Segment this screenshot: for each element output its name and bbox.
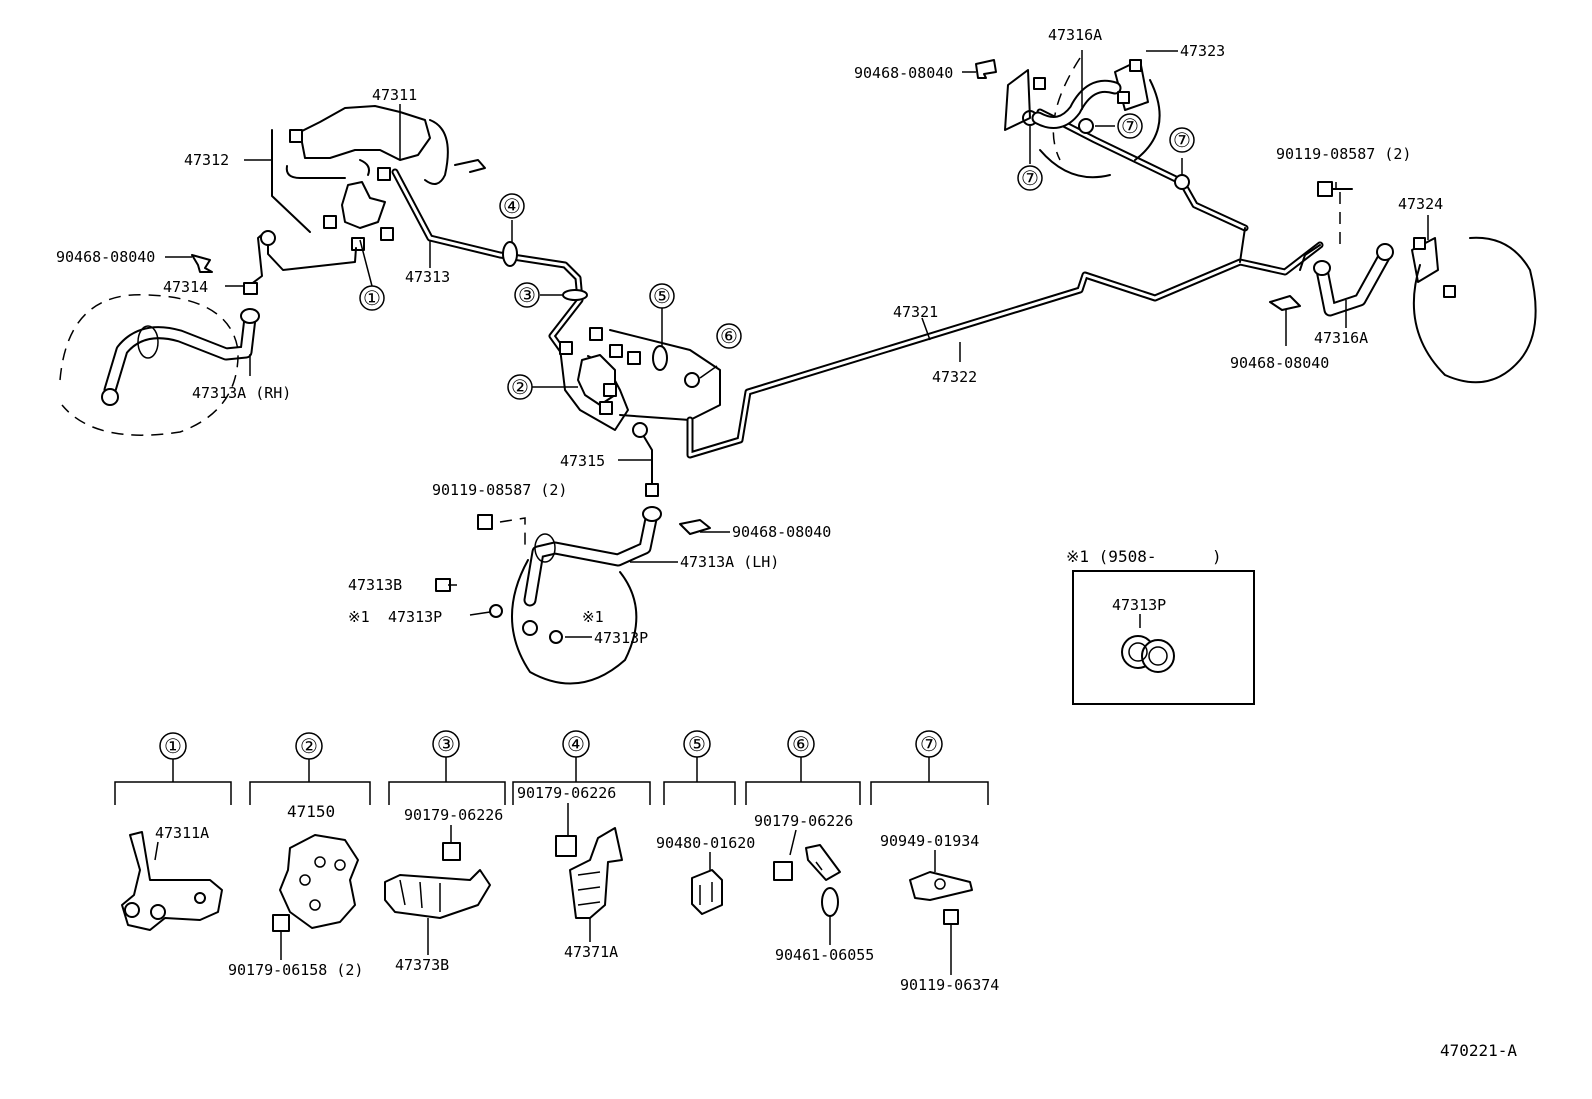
detail-7-part-1: 90949-01934 bbox=[880, 832, 979, 850]
part-labels: 47311 47312 90468-08040 47314 47313 4731… bbox=[56, 26, 1443, 647]
label-47311: 47311 bbox=[372, 86, 417, 104]
callout-2: ② bbox=[511, 375, 529, 399]
detail-callout-3: ③ bbox=[437, 732, 455, 756]
label-90468-top: 90468-08040 bbox=[854, 64, 953, 82]
detail-group-3: ③ 90179-06226 47373B bbox=[384, 730, 506, 974]
callout-5: ⑤ bbox=[653, 284, 671, 308]
junction-block-area bbox=[502, 241, 721, 497]
inset-part-label: 47313P bbox=[1112, 596, 1166, 614]
mark-right: ※1 bbox=[582, 608, 604, 626]
rear-left-assembly bbox=[975, 57, 1161, 179]
label-47316A-top: 47316A bbox=[1048, 26, 1102, 44]
label-47324: 47324 bbox=[1398, 195, 1443, 213]
detail-2-part-2: 90179-06158 (2) bbox=[228, 961, 363, 979]
label-47315: 47315 bbox=[560, 452, 605, 470]
detail-callout-5: ⑤ bbox=[688, 732, 706, 756]
detail-6-part-1: 90179-06226 bbox=[754, 812, 853, 830]
detail-4-part-2: 47371A bbox=[564, 943, 618, 961]
inset-heading-close: ) bbox=[1212, 547, 1222, 566]
label-47313: 47313 bbox=[405, 268, 450, 286]
callout-7a: ⑦ bbox=[1121, 114, 1139, 138]
detail-group-1: ① 47311A bbox=[114, 732, 232, 931]
callout-7c: ⑦ bbox=[1173, 128, 1191, 152]
label-90119-mid: 90119-08587 (2) bbox=[432, 481, 567, 499]
label-47312: 47312 bbox=[184, 151, 229, 169]
detail-callout-7: ⑦ bbox=[920, 732, 938, 756]
detail-group-7: ⑦ 90949-01934 90119-06374 bbox=[870, 730, 999, 994]
detail-group-2: ② 47150 90179-06158 (2) bbox=[228, 732, 371, 979]
detail-callout-4: ④ bbox=[567, 732, 585, 756]
label-47322: 47322 bbox=[932, 368, 977, 386]
detail-group-4: ④ 90179-06226 47371A bbox=[512, 730, 651, 961]
label-47314: 47314 bbox=[163, 278, 208, 296]
label-47313A-rh: 47313A (RH) bbox=[192, 384, 291, 402]
detail-7-part-2: 90119-06374 bbox=[900, 976, 999, 994]
front-left-lines bbox=[59, 168, 584, 436]
detail-callout-6: ⑥ bbox=[792, 732, 810, 756]
label-90468-mid: 90468-08040 bbox=[732, 523, 831, 541]
detail-group-5: ⑤ 90480-01620 bbox=[656, 730, 755, 915]
label-47313P-left: 47313P bbox=[388, 608, 442, 626]
callout-6: ⑥ bbox=[720, 324, 738, 348]
inset-box bbox=[1072, 570, 1255, 705]
figure-id: 470221-A bbox=[1440, 1041, 1517, 1060]
callout-4: ④ bbox=[503, 194, 521, 218]
detail-2-part-1: 47150 bbox=[287, 802, 335, 821]
leader-lines bbox=[165, 50, 1429, 638]
label-47323: 47323 bbox=[1180, 42, 1225, 60]
callouts-main: ① ② ③ ④ ⑤ ⑥ ⑦ ⑦ ⑦ bbox=[359, 113, 1195, 400]
label-90468-right: 90468-08040 bbox=[1230, 354, 1329, 372]
label-47316A-right: 47316A bbox=[1314, 329, 1368, 347]
detail-1-part-1: 47311A bbox=[155, 824, 209, 842]
mark-left: ※1 bbox=[348, 608, 370, 626]
inset-heading: ※1 (9508- bbox=[1066, 547, 1156, 566]
label-47313B: 47313B bbox=[348, 576, 402, 594]
inset-note: ※1 (9508- ) 47313P bbox=[1066, 547, 1255, 705]
master-cylinder-assembly bbox=[271, 105, 486, 251]
label-47321: 47321 bbox=[893, 303, 938, 321]
front-lh-assembly bbox=[435, 506, 711, 685]
detail-6-part-2: 90461-06055 bbox=[775, 946, 874, 964]
rear-right-assembly bbox=[1269, 181, 1537, 384]
detail-4-part-1: 90179-06226 bbox=[517, 784, 616, 802]
detail-5-part-1: 90480-01620 bbox=[656, 834, 755, 852]
callout-3: ③ bbox=[518, 283, 536, 307]
rear-brake-lines bbox=[686, 108, 1324, 459]
detail-callout-2: ② bbox=[300, 734, 318, 758]
label-47313A-lh: 47313A (LH) bbox=[680, 553, 779, 571]
detail-callout-1: ① bbox=[164, 734, 182, 758]
detail-3-part-2: 47373B bbox=[395, 956, 449, 974]
label-90119-right: 90119-08587 (2) bbox=[1276, 145, 1411, 163]
label-90468-left: 90468-08040 bbox=[56, 248, 155, 266]
detail-group-6: ⑥ 90179-06226 90461-06055 bbox=[745, 730, 874, 964]
detail-3-part-1: 90179-06226 bbox=[404, 806, 503, 824]
callout-7b: ⑦ bbox=[1021, 166, 1039, 190]
label-47313P-right: 47313P bbox=[594, 629, 648, 647]
callout-1: ① bbox=[363, 286, 381, 310]
